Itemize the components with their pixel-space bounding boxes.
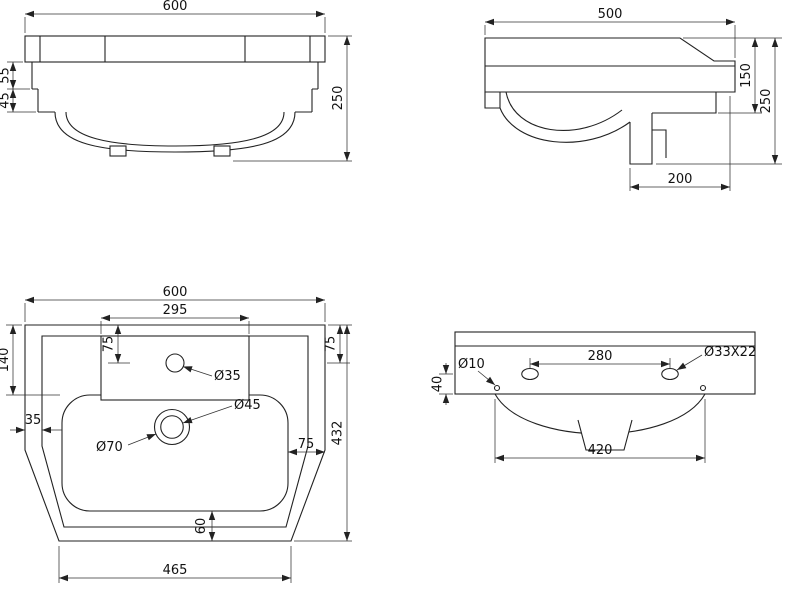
side-drain-bracket <box>652 129 667 158</box>
rear-right-fixing-hole <box>699 384 707 392</box>
side-back-ledge <box>652 92 717 114</box>
label-rear-fixing: Ø10 <box>458 357 496 386</box>
rear-left-slot <box>521 367 539 381</box>
dim-front-rim: 55 45 <box>0 61 36 113</box>
side-bowl-inner <box>505 91 623 131</box>
dim-label: 75 <box>102 336 117 353</box>
dim-label: 35 <box>25 413 42 428</box>
dim-plan-rim-wall: 35 <box>10 413 62 434</box>
dim-label: 150 <box>739 63 754 88</box>
side-bowl-outer <box>499 107 631 143</box>
plan-view: 600 295 75 75 140 35 <box>0 285 352 583</box>
dim-side-ledge: 200 <box>629 96 731 191</box>
dim-label: 420 <box>588 443 613 458</box>
plan-inner-rim <box>41 335 309 528</box>
rear-basin-outline <box>454 331 756 451</box>
rear-right-slot <box>661 367 679 381</box>
front-rim-band <box>24 35 326 63</box>
front-bowl-inner-arc <box>65 111 285 147</box>
dim-label: Ø70 <box>96 440 123 455</box>
dim-plan-tap-right: 75 <box>324 325 350 364</box>
plan-drain-inner-circle <box>160 415 184 439</box>
dim-plan-depth: 432 <box>294 324 352 542</box>
dim-plan-width: 600 <box>24 285 326 322</box>
label-plan-tap-hole: Ø35 <box>182 366 241 384</box>
dim-plan-front-lip: 60 <box>194 511 216 541</box>
dim-rear-spacing: 280 <box>529 349 671 368</box>
dim-label: 432 <box>331 421 346 446</box>
dim-side-depth: 500 <box>484 7 736 58</box>
dim-label: Ø33X22 <box>704 345 756 360</box>
dim-side-height: 250 <box>656 38 782 165</box>
side-view: 500 150 250 200 <box>484 7 782 191</box>
front-apron <box>31 62 319 113</box>
side-front-lip <box>484 92 501 109</box>
rear-drain-boss <box>577 419 633 451</box>
dim-label: 295 <box>163 303 188 318</box>
dim-label: Ø45 <box>234 398 261 413</box>
dim-label: 60 <box>194 518 209 535</box>
dim-label: Ø10 <box>458 357 485 372</box>
dim-label: 280 <box>588 349 613 364</box>
label-plan-drain-outer: Ø70 <box>96 433 157 455</box>
dim-label: 465 <box>163 563 188 578</box>
dim-front-width: 600 <box>24 0 326 33</box>
dim-label: 600 <box>163 285 188 300</box>
rear-back-panel <box>454 331 756 395</box>
plan-basin-outline <box>24 324 326 542</box>
front-basin-outline <box>24 35 326 157</box>
dim-label: 500 <box>598 7 623 22</box>
dim-label: 200 <box>668 172 693 187</box>
dim-plan-back-ledge: 140 <box>0 324 60 396</box>
dim-plan-side-margin: 75 <box>288 437 325 456</box>
front-view: 600 250 55 45 <box>0 0 352 162</box>
dim-label: 75 <box>298 437 315 452</box>
front-right-tab <box>213 145 231 157</box>
dim-label: 55 <box>0 67 13 84</box>
dim-front-height: 250 <box>233 35 352 162</box>
label-plan-drain-inner: Ø45 <box>182 398 261 424</box>
label-rear-slot: Ø33X22 <box>676 345 756 371</box>
dim-label: 45 <box>0 92 13 109</box>
side-drain-box <box>629 113 653 165</box>
dim-plan-front-width: 465 <box>58 546 292 583</box>
dim-side-back-height: 150 <box>683 37 782 114</box>
dim-label: 250 <box>331 86 346 111</box>
front-bowl-outer-arc <box>54 111 296 153</box>
rear-view: 280 Ø10 Ø33X22 40 420 <box>431 331 756 463</box>
dim-plan-platform: 295 <box>100 303 250 334</box>
dim-label: 250 <box>759 89 774 114</box>
dim-label: 75 <box>324 336 339 353</box>
dim-rear-bowl-width: 420 <box>494 399 706 463</box>
dim-label: 140 <box>0 348 12 373</box>
dim-plan-tap-left: 75 <box>102 325 130 364</box>
side-basin-outline <box>484 37 736 165</box>
dim-label: Ø35 <box>214 369 241 384</box>
dim-label: 600 <box>163 0 188 14</box>
front-left-tab <box>109 145 127 157</box>
front-panel-seams <box>39 36 311 62</box>
dim-rear-hole-height: 40 <box>431 363 453 405</box>
rear-left-fixing-hole <box>493 384 501 392</box>
dim-label: 40 <box>431 376 446 393</box>
plan-tap-hole <box>165 353 185 373</box>
